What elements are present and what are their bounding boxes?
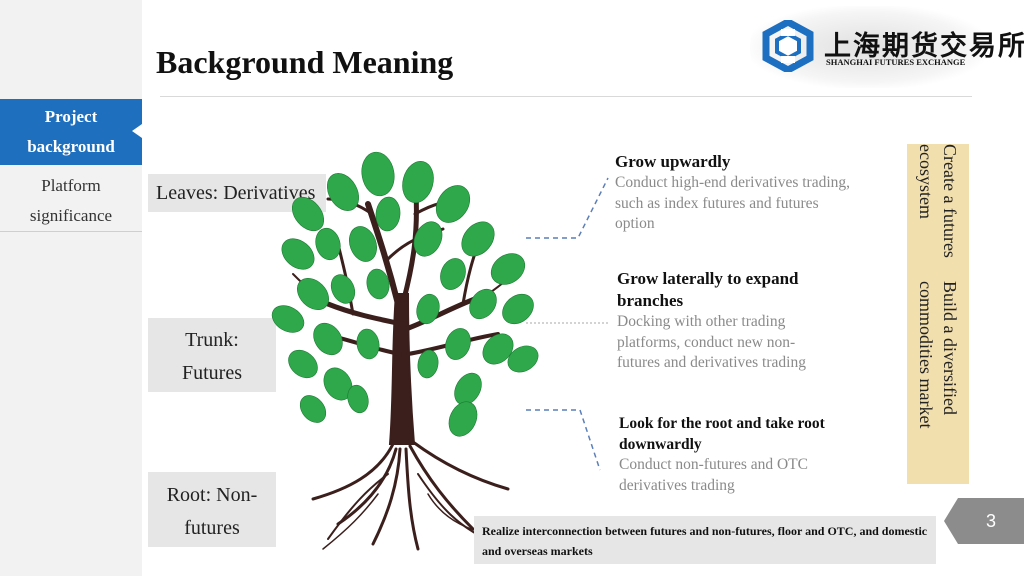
active-indicator-arrow [132, 124, 142, 138]
take-root-heading: Look for the root and take root downward… [619, 415, 825, 453]
root-label: Root: Non- futures [148, 472, 276, 547]
ecosystem-panel-text: Create a futures ecosystem Build a diver… [907, 144, 969, 484]
sidebar-item-label: Project [44, 107, 98, 126]
trunk-label-line2: Futures [182, 362, 242, 384]
page-badge-shape-icon [944, 498, 1024, 544]
grow-upwardly-description: Conduct high-end derivatives trading, su… [615, 174, 851, 232]
page-number-badge: 3 [944, 498, 1024, 544]
trunk-label: Trunk: Futures [148, 318, 276, 392]
interconnection-summary: Realize interconnection between futures … [474, 516, 936, 564]
take-root-block: Look for the root and take root downward… [619, 413, 864, 496]
grow-upwardly-heading: Grow upwardly [615, 152, 731, 171]
root-label-line1: Root: Non- [166, 484, 258, 506]
sidebar-item-label: Platform [41, 176, 101, 195]
page-title: Background Meaning [156, 44, 454, 80]
shfe-emblem-icon [762, 20, 814, 72]
sidebar-item-label: significance [29, 206, 113, 225]
trunk-label-line1: Trunk: [185, 329, 239, 351]
logo-chinese-text: 上海期货交易所 [824, 31, 1024, 62]
take-root-description: Conduct non-futures and OTC derivatives … [619, 456, 808, 494]
logo-english-text: SHANGHAI FUTURES EXCHANGE [826, 57, 966, 67]
sidebar-item-label: background [27, 137, 115, 156]
grow-laterally-description: Docking with other trading platforms, co… [617, 313, 806, 371]
sidebar [0, 0, 142, 576]
ecosystem-line: Create a futures ecosystem [916, 144, 960, 258]
leaves-label-text: Leaves: Derivatives [156, 182, 316, 204]
sidebar-item-project-background[interactable]: Project background [0, 99, 142, 165]
interconnection-summary-text: Realize interconnection between futures … [482, 524, 928, 558]
tree-illustration [271, 151, 539, 551]
grow-laterally-heading: Grow laterally to expand branches [617, 269, 799, 310]
page-number: 3 [985, 511, 996, 531]
title-divider [160, 96, 972, 97]
ecosystem-panel: Create a futures ecosystem Build a diver… [907, 144, 969, 484]
commodities-line: Build a diversified commodities market [916, 281, 960, 429]
root-label-line2: futures [184, 517, 240, 539]
shfe-logo: 上海期货交易所 SHANGHAI FUTURES EXCHANGE [750, 6, 1024, 88]
grow-laterally-block: Grow laterally to expand branches Dockin… [617, 268, 837, 374]
sidebar-item-platform-significance[interactable]: Platform significance [0, 168, 142, 232]
grow-upwardly-block: Grow upwardly Conduct high-end derivativ… [615, 151, 855, 235]
